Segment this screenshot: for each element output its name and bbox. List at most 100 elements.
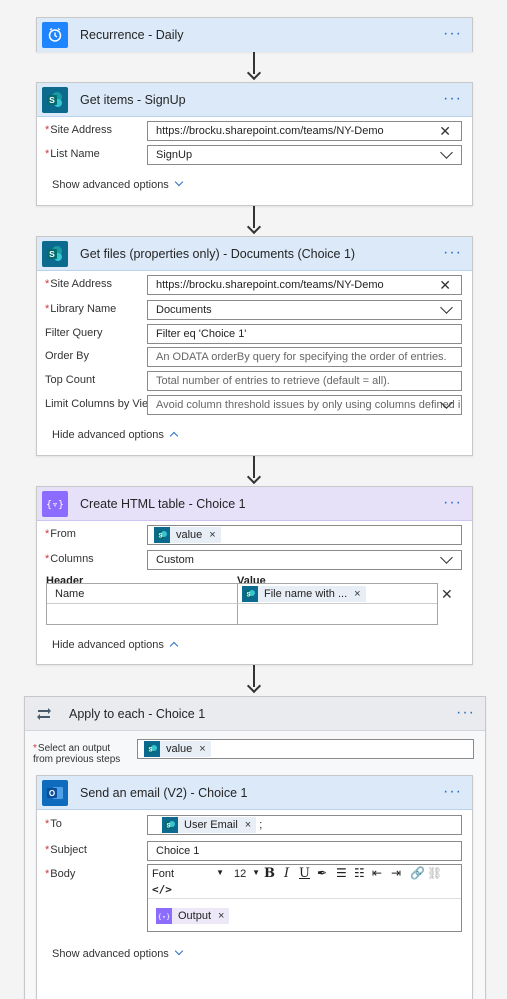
sharepoint-icon: S	[162, 817, 178, 833]
list-name-dropdown[interactable]: SignUp	[147, 145, 462, 165]
get-files-card: S Get files (properties only) - Document…	[36, 236, 473, 456]
send-email-more-button[interactable]: ···	[443, 783, 462, 800]
create-html-table-header[interactable]: {▿} Create HTML table - Choice 1 ···	[37, 487, 472, 521]
numbered-list-icon[interactable]: ☷	[354, 866, 365, 880]
limit-columns-label: Limit Columns by View	[45, 398, 157, 410]
clear-icon[interactable]: ✕	[439, 277, 451, 293]
limit-columns-dropdown[interactable]: Avoid column threshold issues by only us…	[147, 395, 462, 415]
select-output-label: *Select an output from previous steps	[33, 743, 121, 765]
remove-token-icon[interactable]: ×	[354, 588, 361, 600]
hide-advanced-options-link[interactable]: Hide advanced options	[52, 429, 179, 441]
filter-query-field[interactable]: Filter eq 'Choice 1'	[147, 324, 462, 344]
top-count-label: Top Count	[45, 374, 96, 386]
site-address-field[interactable]: https://brocku.sharepoint.com/teams/NY-D…	[147, 121, 462, 141]
svg-text:S: S	[246, 593, 250, 599]
arrowhead	[246, 678, 262, 694]
create-html-table-more-button[interactable]: ···	[443, 494, 462, 511]
recurrence-header[interactable]: Recurrence - Daily ···	[37, 18, 472, 52]
sharepoint-icon: S	[144, 741, 160, 757]
delete-row-icon[interactable]: ✕	[441, 586, 453, 602]
outlook-icon: O	[42, 779, 68, 806]
chevron-down-icon	[440, 551, 453, 564]
to-field[interactable]: S User Email × ;	[147, 815, 462, 835]
create-html-table-card: {▿} Create HTML table - Choice 1 ··· *Fr…	[36, 486, 473, 665]
header-cell[interactable]: Name	[47, 584, 238, 604]
underline-button[interactable]: U	[299, 866, 310, 881]
order-by-label: Order By	[45, 350, 90, 362]
svg-text:S: S	[166, 824, 170, 830]
chevron-up-icon	[169, 641, 179, 651]
header-column-label: Header	[46, 575, 84, 587]
sharepoint-icon: S	[42, 86, 68, 113]
show-advanced-options-link[interactable]: Show advanced options	[52, 177, 184, 191]
remove-token-icon[interactable]: ×	[244, 819, 252, 831]
chevron-down-icon	[174, 177, 184, 187]
library-name-dropdown[interactable]: Documents	[147, 300, 462, 320]
top-count-field[interactable]: Total number of entries to retrieve (def…	[147, 371, 462, 391]
recurrence-title: Recurrence - Daily	[80, 28, 184, 42]
connector-arrow	[253, 456, 255, 478]
output-token[interactable]: {▿} Output ×	[156, 908, 230, 924]
font-select[interactable]: Font ▼	[152, 868, 224, 880]
apply-to-each-more-button[interactable]: ···	[456, 704, 475, 721]
from-field[interactable]: S value ×	[147, 525, 462, 545]
order-by-field[interactable]: An ODATA orderBy query for specifying th…	[147, 347, 462, 367]
to-label: *To	[45, 818, 62, 830]
show-advanced-options-link[interactable]: Show advanced options	[52, 946, 184, 960]
empty-header-cell[interactable]	[47, 604, 238, 624]
select-output-field[interactable]: S value ×	[137, 739, 474, 759]
link-icon[interactable]: 🔗	[410, 866, 425, 880]
italic-button[interactable]: I	[284, 866, 290, 881]
recurrence-card[interactable]: Recurrence - Daily ···	[36, 17, 473, 52]
svg-text:O: O	[49, 789, 55, 798]
svg-text:S: S	[49, 249, 55, 259]
send-email-header[interactable]: O Send an email (V2) - Choice 1 ···	[37, 776, 472, 810]
get-items-header[interactable]: S Get items - SignUp ···	[37, 83, 472, 117]
get-files-header[interactable]: S Get files (properties only) - Document…	[37, 237, 472, 271]
svg-text:S: S	[148, 748, 152, 754]
to-separator: ;	[259, 819, 263, 831]
apply-to-each-card: Apply to each - Choice 1 ··· *Select an …	[24, 696, 486, 999]
clear-icon[interactable]: ✕	[439, 123, 451, 139]
get-files-more-button[interactable]: ···	[443, 244, 462, 261]
svg-text:S: S	[158, 534, 162, 540]
body-editor[interactable]: Font ▼ 12 ▼ B I U ✒ ☰ ☷ ⇤ ⇥ 🔗 ⛓ </>	[147, 864, 462, 932]
file-name-token[interactable]: S File name with ... ×	[242, 586, 366, 602]
value-token[interactable]: S value ×	[144, 741, 211, 757]
get-items-more-button[interactable]: ···	[443, 90, 462, 107]
indent-icon[interactable]: ⇥	[391, 866, 402, 880]
columns-dropdown[interactable]: Custom	[147, 550, 462, 570]
pen-icon[interactable]: ✒	[317, 866, 328, 880]
empty-value-cell[interactable]	[238, 604, 437, 624]
chevron-down-icon	[174, 946, 184, 956]
site-address-label: *Site Address	[45, 278, 113, 290]
unlink-icon[interactable]: ⛓	[427, 866, 443, 880]
from-label: *From	[45, 528, 76, 540]
value-column-label: Value	[237, 575, 266, 587]
dropdown-caret-icon: ▼	[216, 868, 224, 877]
remove-token-icon[interactable]: ×	[218, 910, 225, 922]
send-email-title: Send an email (V2) - Choice 1	[80, 785, 248, 800]
arrowhead	[246, 65, 262, 81]
site-address-field[interactable]: https://brocku.sharepoint.com/teams/NY-D…	[147, 275, 462, 295]
remove-token-icon[interactable]: ×	[209, 529, 216, 541]
apply-to-each-header[interactable]: Apply to each - Choice 1 ···	[25, 697, 485, 731]
user-email-token[interactable]: S User Email ×	[162, 817, 257, 833]
hide-advanced-options-link[interactable]: Hide advanced options	[52, 639, 179, 651]
font-size-select[interactable]: 12 ▼	[234, 868, 260, 880]
connector-arrow	[253, 52, 255, 74]
value-token[interactable]: S value ×	[154, 527, 221, 543]
remove-token-icon[interactable]: ×	[199, 743, 206, 755]
bullet-list-icon[interactable]: ☰	[336, 866, 347, 880]
bold-button[interactable]: B	[264, 866, 275, 881]
rich-text-toolbar: Font ▼ 12 ▼ B I U ✒ ☰ ☷ ⇤ ⇥ 🔗 ⛓ </>	[148, 865, 461, 899]
outdent-icon[interactable]: ⇤	[372, 866, 383, 880]
subject-field[interactable]: Choice 1	[147, 841, 462, 861]
get-files-title: Get files (properties only) - Documents …	[80, 246, 356, 261]
value-cell[interactable]: S File name with ... ×	[238, 584, 437, 604]
svg-text:S: S	[49, 95, 55, 105]
svg-text:{▿}: {▿}	[158, 913, 170, 921]
recurrence-more-button[interactable]: ···	[443, 25, 462, 42]
code-view-button[interactable]: </>	[152, 883, 172, 896]
columns-table: Name S File name with ... ×	[46, 583, 438, 625]
